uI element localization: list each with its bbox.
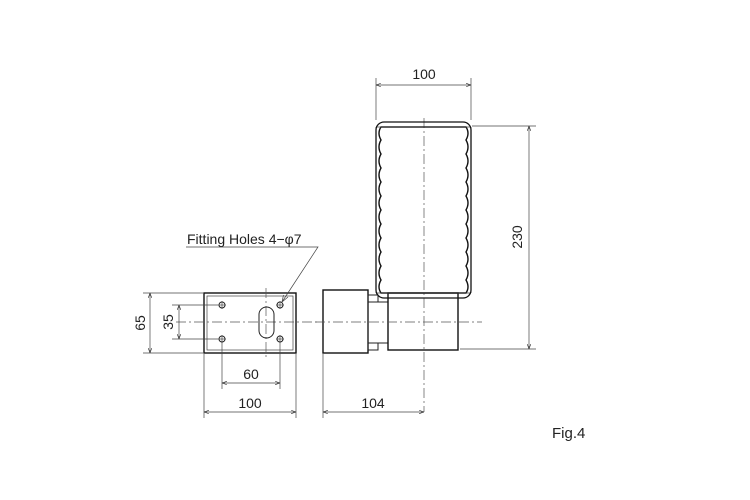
dimension-text: 100 <box>412 66 436 82</box>
dimension-base-height: 65 <box>132 292 203 354</box>
lamp-side-view <box>315 118 482 412</box>
fitting-holes-note: Fitting Holes 4−φ7 <box>186 231 319 303</box>
dimension-hole-spacing-vertical: 35 <box>160 304 218 340</box>
base-plate-front-view <box>176 288 318 358</box>
dimension-text: 230 <box>509 225 525 249</box>
dimension-text: 35 <box>160 314 176 330</box>
center-slot <box>258 306 275 339</box>
dimension-projection: 104 <box>322 354 424 418</box>
figure-label: Fig.4 <box>552 425 585 442</box>
dimension-text: 65 <box>132 315 148 331</box>
glass-shade <box>375 121 472 299</box>
dimension-text: 60 <box>243 366 259 382</box>
dimension-hole-spacing-horizontal: 60 <box>221 342 281 389</box>
dimension-text: 100 <box>238 395 262 411</box>
fitting-holes-label: Fitting Holes 4−φ7 <box>187 231 302 247</box>
dimension-text: 104 <box>361 395 385 411</box>
dimension-shade-width: 100 <box>375 66 472 120</box>
dimension-base-width: 100 <box>203 354 297 418</box>
dimension-shade-height: 230 <box>460 125 536 350</box>
